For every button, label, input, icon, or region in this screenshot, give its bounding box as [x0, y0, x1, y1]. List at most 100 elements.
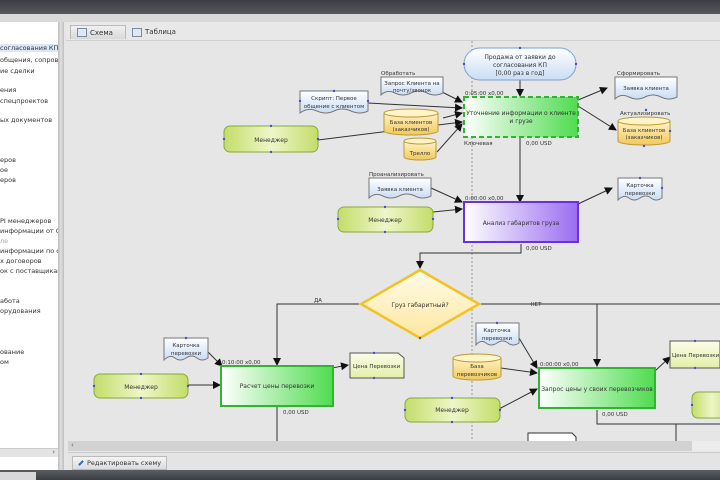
- tree-item[interactable]: информации от С: [0, 227, 59, 235]
- menu-strip: [0, 14, 720, 22]
- document-label: Заявка клиента: [377, 187, 423, 193]
- process-cost: 0,00 USD: [602, 412, 628, 418]
- database-label: База клиентов: [390, 120, 432, 126]
- database-label: (заказчиков): [626, 135, 663, 141]
- process-tree-panel: согласования КП общения, сопровождения и…: [0, 22, 59, 470]
- connector: [577, 86, 608, 101]
- pencil-icon: [78, 460, 84, 466]
- start-event-line1: Продажа от заявки до: [484, 54, 555, 61]
- document-script[interactable]: Скрипт: Первое общение с клиентом: [299, 90, 369, 114]
- tab-table[interactable]: Таблица: [126, 25, 186, 39]
- process-label: Уточнение информации о клиенте: [466, 110, 576, 117]
- diagram-canvas[interactable]: Продажа от заявки до согласования КП [0,…: [68, 41, 720, 441]
- tree-item[interactable]: спецпроектов: [0, 97, 49, 105]
- document-label: Скрипт: Первое: [311, 96, 357, 102]
- role-manager[interactable]: Менеджер: [223, 125, 319, 153]
- edit-diagram-button[interactable]: Редактировать схему: [72, 456, 168, 470]
- role-manager[interactable]: Менеджер: [93, 373, 189, 399]
- tree-horizontal-scrollbar[interactable]: ›: [0, 448, 58, 457]
- scrollbar-track-end: [692, 441, 720, 451]
- decision-no-label: НЕТ: [531, 302, 543, 308]
- diagram-horizontal-scrollbar[interactable]: ‹: [68, 441, 720, 451]
- document-label: Цена Перевозки: [353, 364, 401, 370]
- document-client-order[interactable]: Сформировать Заявка клиента: [614, 71, 678, 101]
- process-request[interactable]: Запрос цены у своих перевозчиков 0:00:00…: [538, 362, 656, 418]
- edit-diagram-label: Редактировать схему: [87, 459, 162, 467]
- window-titlebar: [0, 0, 720, 14]
- tab-label: Таблица: [145, 28, 176, 36]
- panel-splitter[interactable]: [58, 22, 64, 470]
- tree-item[interactable]: общения, сопровождения: [0, 56, 59, 64]
- tree-item[interactable]: еров: [0, 176, 16, 184]
- tree-item[interactable]: орудования: [0, 307, 41, 315]
- role-label: Менеджер: [435, 407, 469, 414]
- process-clarify[interactable]: Уточнение информации о клиенте и грузе 0…: [463, 91, 579, 147]
- database-label: База: [470, 364, 483, 370]
- document-caption: Проанализировать: [369, 172, 424, 178]
- process-time: 0:00:00 x0,00: [465, 196, 504, 202]
- document-card[interactable]: Карточка перевозки: [475, 322, 520, 347]
- diagram-icon: [77, 28, 87, 37]
- role-label: Менеджер: [254, 137, 288, 144]
- scroll-left-icon[interactable]: ‹: [71, 441, 74, 449]
- document-price[interactable]: Цена Перевозки: [349, 352, 405, 379]
- document-price[interactable]: Цена Перевозки: [669, 340, 720, 369]
- decision-label: Груз габаритный?: [391, 302, 448, 309]
- connector: [432, 205, 463, 214]
- tree-item[interactable]: ок с поставщикам: [0, 267, 59, 275]
- connector: [498, 388, 538, 410]
- role-manager[interactable]: Менеджер: [337, 206, 434, 233]
- scroll-right-icon[interactable]: ›: [52, 448, 55, 456]
- decision-yes-label: ДА: [314, 298, 322, 304]
- tree-item[interactable]: ения: [0, 86, 17, 94]
- process-cost: 0,00 USD: [526, 141, 552, 147]
- document-card[interactable]: Карточка перевозки: [617, 177, 663, 202]
- tree-item[interactable]: информации по сч: [0, 247, 59, 255]
- diagram-panel: Схема Таблица: [64, 22, 720, 471]
- process-calc[interactable]: Расчет цены перевозки 0:10:00 x0,00 0,00…: [220, 360, 334, 416]
- tree-item[interactable]: абота: [0, 297, 20, 305]
- process-analyze[interactable]: Анализ габаритов груза 0:00:00 x0,00 0,0…: [463, 196, 579, 252]
- connector: [436, 123, 463, 153]
- start-event-line2: согласования КП: [493, 62, 547, 69]
- tree-item[interactable]: согласования КП: [0, 44, 59, 52]
- role-partial[interactable]: [691, 391, 720, 419]
- tree-item[interactable]: ие сделки: [0, 67, 35, 75]
- database-clients[interactable]: База клиентов (заказчиков): [383, 108, 439, 136]
- database-caption: Актуализировать: [620, 111, 670, 117]
- process-cost: 0,00 USD: [283, 410, 309, 416]
- database-trello[interactable]: Трелло: [403, 137, 437, 161]
- role-label: Менеджер: [368, 217, 402, 224]
- document-card[interactable]: Карточка перевозки: [163, 337, 209, 362]
- tab-schema[interactable]: Схема: [70, 25, 126, 39]
- table-icon: [132, 27, 142, 37]
- document-label: Цена Перевозки: [672, 353, 720, 359]
- process-diagram: Продажа от заявки до согласования КП [0,…: [92, 41, 720, 441]
- tree-item[interactable]: еров: [0, 156, 16, 164]
- tab-label: Схема: [90, 28, 113, 37]
- document-partial[interactable]: [527, 432, 577, 441]
- database-label: перевозчиков: [457, 372, 497, 378]
- database-clients-right[interactable]: Актуализировать База клиентов (заказчико…: [617, 111, 671, 146]
- start-event[interactable]: Продажа от заявки до согласования КП [0,…: [463, 47, 577, 81]
- tree-item[interactable]: х договоров: [0, 257, 42, 265]
- role-manager[interactable]: Менеджер: [404, 397, 501, 423]
- tree-item[interactable]: ом: [0, 358, 9, 366]
- process-cost: 0,00 USD: [526, 246, 552, 252]
- tree-item[interactable]: ых документов: [0, 116, 53, 124]
- connector: [416, 244, 522, 269]
- database-carriers[interactable]: База перевозчиков: [452, 353, 502, 381]
- document-client-order-analyze[interactable]: Проанализировать Заявка клиента: [368, 172, 432, 200]
- tree-item[interactable]: ле: [0, 237, 9, 245]
- database-label: Трелло: [409, 151, 431, 157]
- tree-item[interactable]: PI менеджеров: [0, 217, 52, 225]
- process-time: 0:05:00 x0,00: [465, 91, 504, 97]
- connector: [273, 303, 361, 366]
- document-label: Карточка: [483, 328, 510, 334]
- connector: [442, 110, 463, 119]
- tree-item[interactable]: ование: [0, 348, 25, 356]
- document-client-request[interactable]: Обработать Запрос Клиента на почту/звоно…: [380, 71, 444, 97]
- document-caption: Сформировать: [617, 71, 660, 77]
- document-label: Карточка: [626, 183, 653, 189]
- tree-item[interactable]: ое: [0, 166, 8, 174]
